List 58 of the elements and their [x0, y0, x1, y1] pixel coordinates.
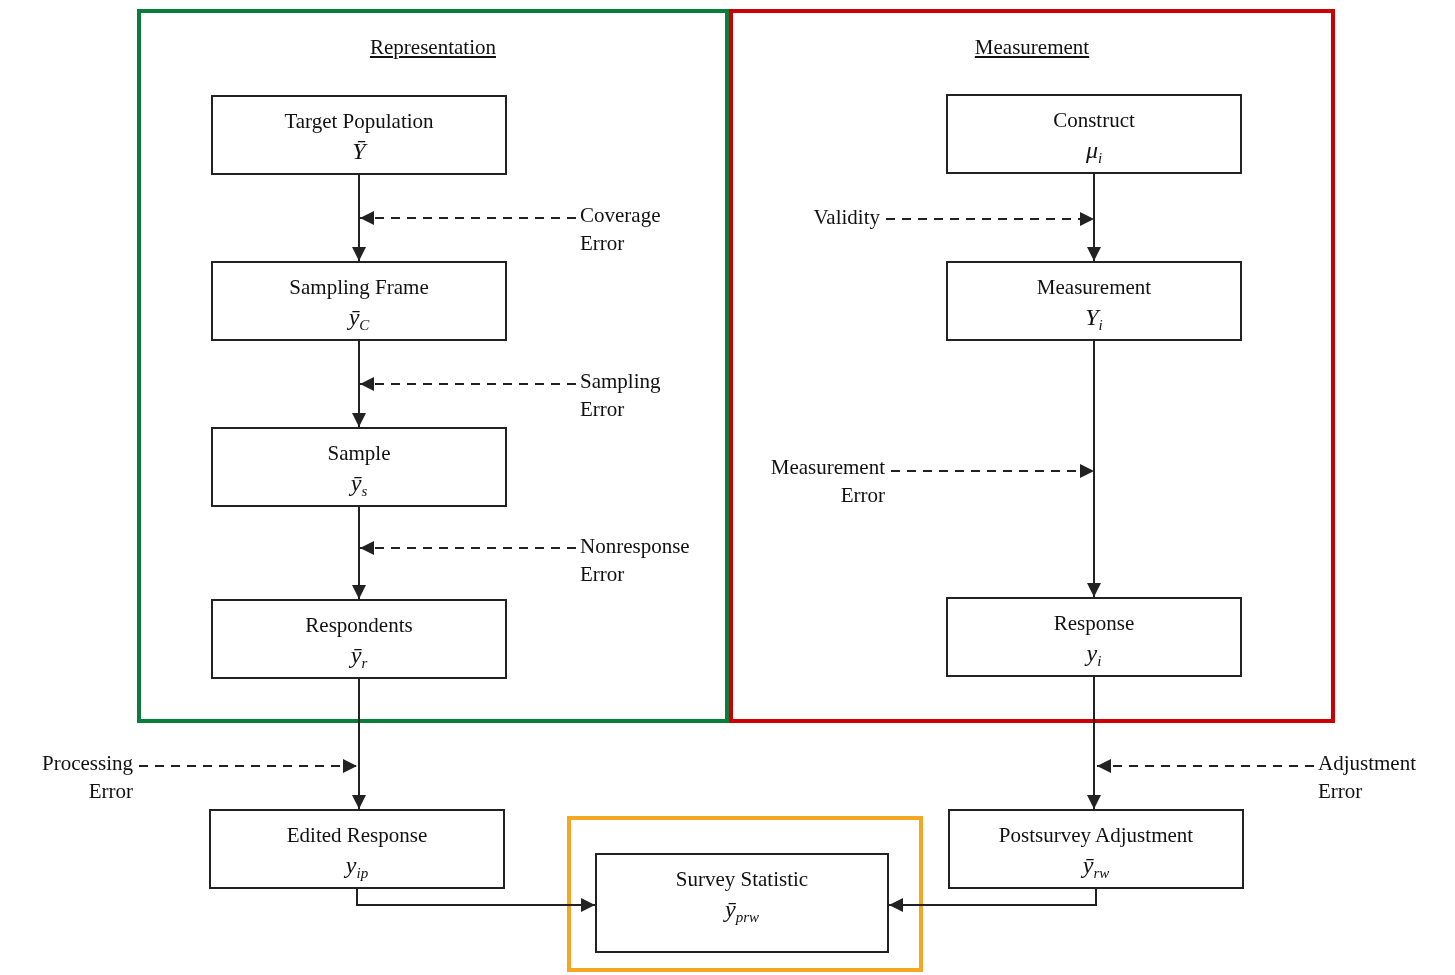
box-title: Construct: [1053, 107, 1135, 134]
dashed-arrow: [359, 211, 577, 225]
process-box: [211, 599, 507, 679]
dashed-arrow: [885, 212, 1095, 226]
process-box: [948, 809, 1244, 889]
math-symbol: ȳ$_{rw}$: [1082, 851, 1110, 883]
error-label: Validity: [770, 203, 880, 237]
process-box: [211, 427, 507, 507]
dashed-arrow: [1096, 759, 1315, 773]
box-title: Postsurvey Adjustment: [998, 822, 1194, 849]
group-frame: [137, 9, 729, 723]
error-label: Measurement Error: [735, 453, 885, 513]
process-box: [211, 95, 507, 175]
process-box: [946, 261, 1242, 341]
math-symbol: ȳ$_{s}$: [350, 469, 368, 501]
arrow: [352, 174, 366, 262]
arrow: [1087, 340, 1101, 598]
process-box: [946, 94, 1242, 174]
arrow: [352, 678, 366, 810]
arrow: [1087, 173, 1101, 262]
error-label: Nonresponse Error: [580, 532, 726, 592]
arrow: [352, 506, 366, 600]
error-label: Adjustment Error: [1318, 749, 1454, 809]
box-title: Response: [1053, 610, 1135, 637]
process-box: [946, 597, 1242, 677]
box-title: Survey Statistic: [675, 866, 809, 893]
error-label: Coverage Error: [580, 201, 710, 261]
math-symbol: ȳ$_{C}$: [348, 303, 370, 335]
math-symbol: y$_{i}$: [1086, 639, 1102, 671]
dashed-arrow: [890, 464, 1095, 478]
box-title: Sampling Frame: [289, 274, 429, 301]
dashed-arrow: [359, 541, 577, 555]
box-title: Sample: [327, 440, 391, 467]
box-title: Respondents: [305, 612, 413, 639]
group-frame: [729, 9, 1335, 723]
box-title: Target Population: [284, 108, 434, 135]
arrow: [1087, 676, 1101, 810]
arrow: [352, 340, 366, 428]
math-symbol: y$_{ip}$: [345, 851, 369, 883]
process-box: [209, 809, 505, 889]
math-symbol: ȳ$_{r}$: [350, 641, 368, 673]
arrow: [888, 888, 1097, 912]
error-label: Sampling Error: [580, 367, 710, 427]
group-frame: [567, 816, 923, 972]
box-title: Edited Response: [286, 822, 428, 849]
error-label: Processing Error: [8, 749, 133, 809]
math-symbol: μ$_{i}$: [1085, 136, 1103, 168]
section-heading: Representation: [369, 35, 497, 60]
math-symbol: ȳ$_{prw}$: [725, 895, 759, 927]
dashed-arrow: [138, 759, 358, 773]
process-box: [595, 853, 889, 953]
box-title: Measurement: [1036, 274, 1152, 301]
arrow: [356, 888, 596, 912]
section-heading: Measurement: [973, 35, 1091, 60]
dashed-arrow: [359, 377, 577, 391]
process-box: [211, 261, 507, 341]
math-symbol: Y$_{i}$: [1085, 303, 1103, 335]
math-symbol: Ȳ: [352, 137, 366, 166]
